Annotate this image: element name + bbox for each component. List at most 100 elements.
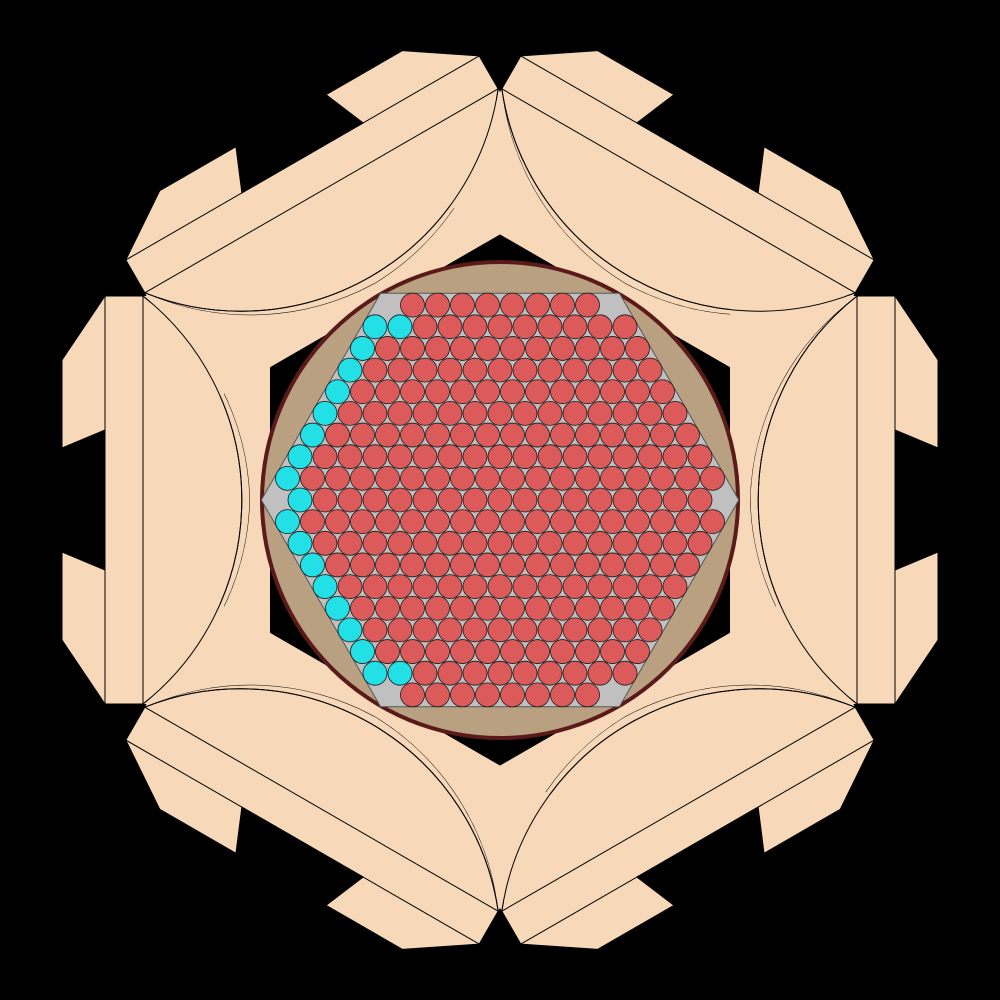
pin-primary [550, 292, 575, 318]
pin-primary [587, 444, 613, 470]
pin-primary [462, 487, 488, 513]
pin-primary [625, 422, 650, 448]
pin-primary [375, 336, 400, 361]
pin-primary [587, 617, 613, 643]
pin-primary [425, 292, 450, 318]
pin-primary [575, 336, 600, 361]
pin-primary [612, 660, 638, 686]
pin-primary [437, 357, 463, 383]
pin-primary [412, 314, 438, 340]
pin-primary [600, 595, 625, 621]
pin-primary [587, 660, 613, 686]
pin-primary [612, 530, 638, 556]
pin-primary [637, 487, 663, 513]
pin-primary [625, 465, 650, 491]
pin-primary [625, 336, 650, 361]
pin-primary [462, 444, 488, 470]
pin-primary [387, 530, 413, 556]
pin-primary [350, 509, 375, 535]
pin-primary [400, 639, 425, 664]
pin-primary [662, 487, 688, 513]
pin-primary [475, 682, 500, 708]
pin-primary [475, 552, 500, 578]
pin-primary [325, 552, 350, 578]
pin-primary [600, 552, 625, 578]
pin-primary [650, 379, 675, 405]
pin-primary [412, 400, 438, 426]
pin-primary [600, 509, 625, 535]
pin-primary [412, 530, 438, 556]
pin-primary [500, 682, 525, 708]
pin-primary [487, 400, 513, 426]
pin-primary [475, 292, 500, 318]
pin-primary [600, 379, 625, 405]
pin-secondary [275, 509, 300, 535]
pin-primary [387, 444, 413, 470]
pin-primary [412, 357, 438, 383]
pin-primary [650, 509, 675, 535]
pin-primary [312, 530, 338, 556]
pin-primary [525, 465, 550, 491]
block-arc [501, 688, 856, 912]
pin-primary [312, 444, 338, 470]
pin-secondary [337, 357, 363, 383]
pin-primary [425, 379, 450, 405]
pin-primary [425, 422, 450, 448]
pin-primary [637, 357, 663, 383]
pin-primary [450, 465, 475, 491]
pin-primary [475, 422, 500, 448]
pin-primary [437, 314, 463, 340]
pin-primary [525, 509, 550, 535]
pin-secondary [387, 660, 413, 686]
pin-primary [450, 509, 475, 535]
pin-primary [375, 552, 400, 578]
pin-primary [425, 639, 450, 664]
pin-primary [475, 595, 500, 621]
pin-primary [512, 444, 538, 470]
pin-primary [375, 509, 400, 535]
pin-secondary [287, 444, 313, 470]
pin-primary [400, 509, 425, 535]
pin-primary [512, 314, 538, 340]
pin-primary [650, 552, 675, 578]
pin-primary [487, 487, 513, 513]
block-stripe [144, 706, 499, 912]
pin-primary [437, 574, 463, 599]
pin-primary [500, 552, 525, 578]
pin-primary [525, 552, 550, 578]
pin-primary [437, 444, 463, 470]
pin-primary [487, 530, 513, 556]
pin-primary [675, 465, 700, 491]
pin-primary [500, 639, 525, 664]
pin-primary [337, 530, 363, 556]
surrounding-block [730, 295, 939, 705]
pin-primary [625, 509, 650, 535]
pin-secondary [350, 336, 375, 361]
pin-secondary [362, 314, 388, 340]
pin-primary [500, 422, 525, 448]
pin-primary [512, 574, 538, 599]
pin-primary [437, 487, 463, 513]
pin-primary [375, 595, 400, 621]
pin-primary [300, 509, 325, 535]
pin-primary [362, 357, 388, 383]
pin-primary [412, 487, 438, 513]
pin-primary [462, 574, 488, 599]
pin-primary [550, 509, 575, 535]
pin-primary [575, 509, 600, 535]
pin-primary [562, 444, 588, 470]
pin-secondary [300, 552, 325, 578]
pin-primary [325, 465, 350, 491]
pin-primary [562, 617, 588, 643]
pin-primary [475, 509, 500, 535]
block-stripe [144, 88, 499, 294]
pin-primary [362, 400, 388, 426]
pin-secondary [362, 660, 388, 686]
pin-primary [462, 660, 488, 686]
pin-primary [512, 530, 538, 556]
pin-primary [537, 357, 563, 383]
pin-primary [475, 379, 500, 405]
pin-primary [425, 552, 450, 578]
pin-primary [500, 465, 525, 491]
